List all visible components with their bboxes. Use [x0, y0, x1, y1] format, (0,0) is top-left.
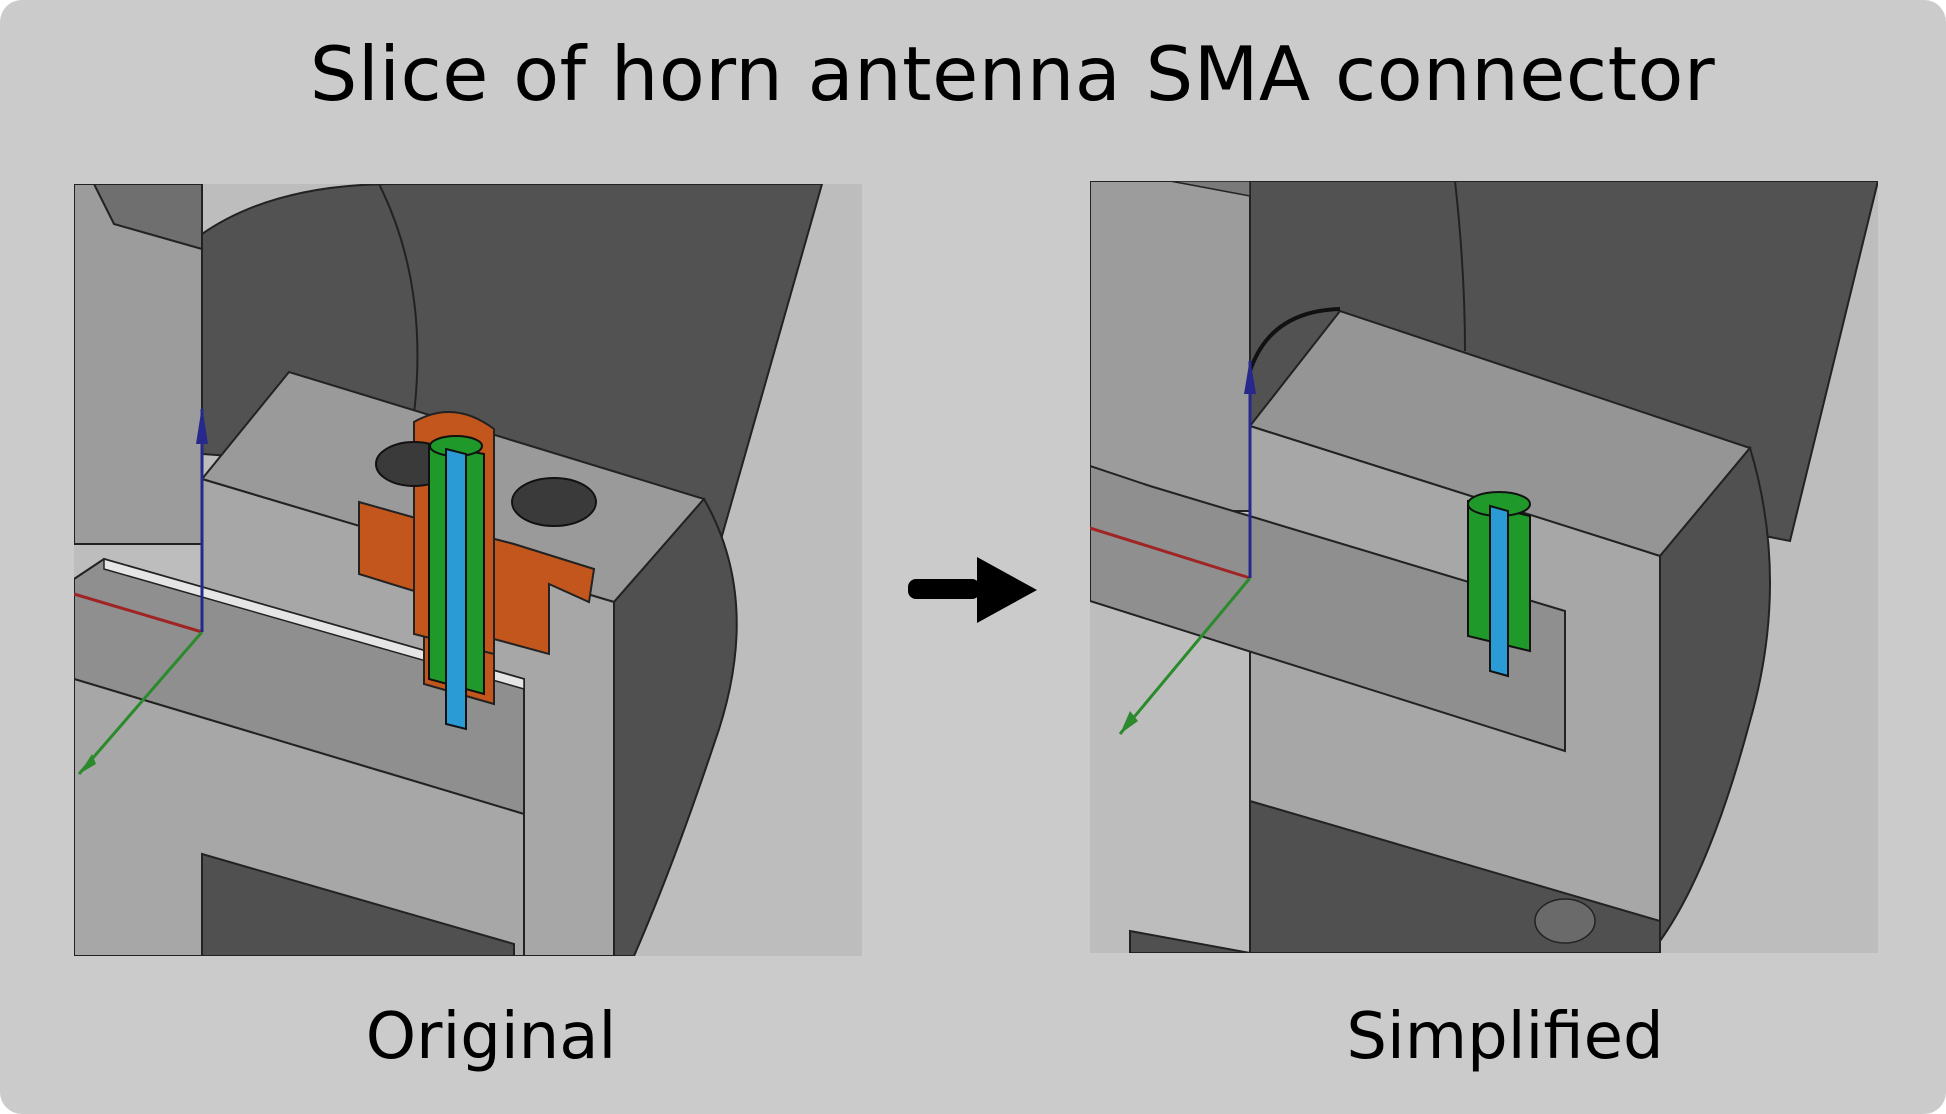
simplified-model-view	[1090, 181, 1878, 953]
right-arrow-icon	[908, 557, 1037, 623]
original-cad-render	[74, 184, 862, 956]
simplified-cad-render	[1090, 181, 1878, 953]
simplified-caption: Simplified	[1346, 1000, 1664, 1074]
original-caption: Original	[365, 1000, 617, 1074]
original-model-view	[74, 184, 862, 956]
figure-title: Slice of horn antenna SMA connector	[309, 30, 1716, 118]
